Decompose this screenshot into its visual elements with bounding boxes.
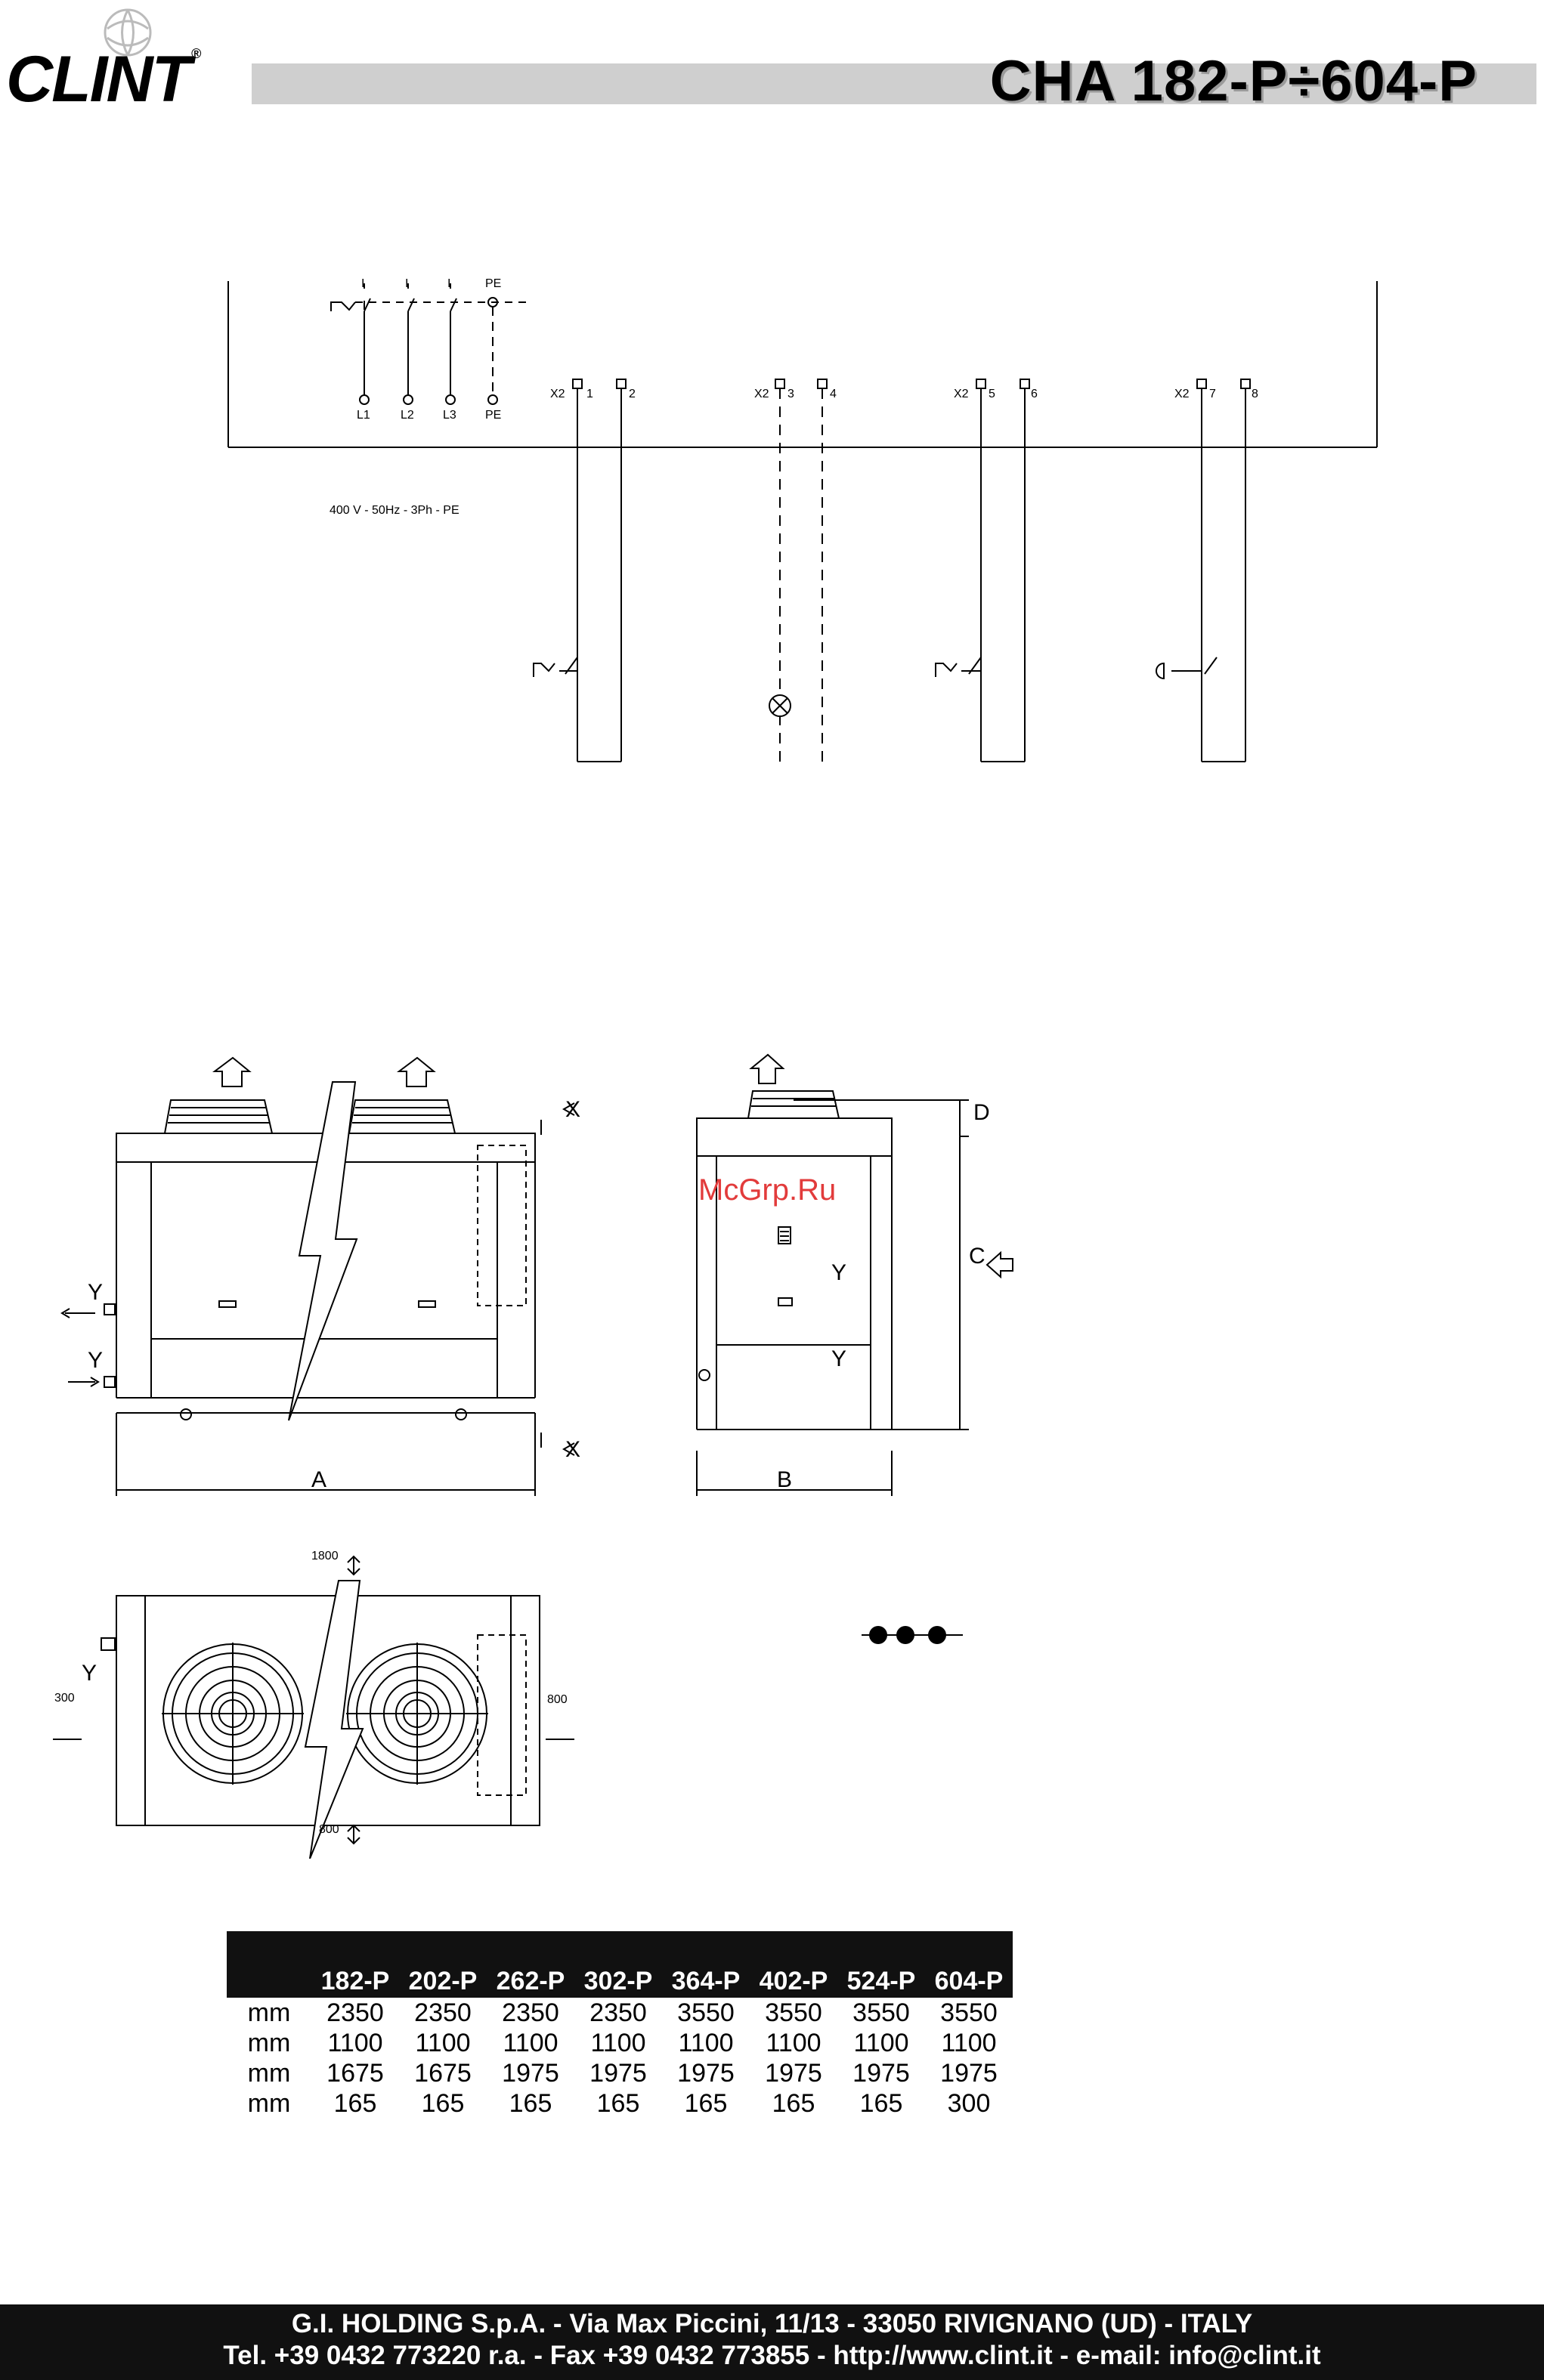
table-header-cell: 202-P (399, 1931, 487, 1998)
table-cell: 1100 (327, 2029, 383, 2057)
table-row: mm 165 165 165 165 165 165 165 300 (227, 2088, 1013, 2119)
table-cell: 1100 (766, 2029, 822, 2057)
terminal-l2: L2 (401, 409, 414, 422)
table-header-cell: 364-P (662, 1931, 750, 1998)
unit-cell: mm (247, 2059, 291, 2088)
x-view-label: X (565, 1437, 581, 1462)
table-header-cell: 402-P (750, 1931, 837, 1998)
table-cell: 2350 (414, 1998, 472, 2027)
table-cell: 165 (859, 2089, 903, 2118)
terminal-number: 1 (586, 388, 593, 400)
terminal-number: 8 (1252, 388, 1258, 400)
table-header-cell: 262-P (487, 1931, 574, 1998)
unit-cell: mm (247, 1998, 291, 2027)
watermark: McGrp.Ru (698, 1173, 837, 1207)
terminal-number: 5 (989, 388, 995, 400)
elevation-drawings (60, 1053, 1013, 1496)
wiring-diagram (227, 281, 1378, 762)
supply-spec: 400 V - 50Hz - 3Ph - PE (330, 504, 459, 517)
dimension-b-label: B (777, 1467, 793, 1492)
terminal-number: 2 (629, 388, 636, 400)
table-header-cell: 524-P (837, 1931, 925, 1998)
phase-mark: I (361, 277, 365, 290)
table-row: mm 1675 1675 1975 1975 1975 1975 1975 19… (227, 2058, 1013, 2088)
plan-view (53, 1555, 963, 1859)
table-cell: 1975 (852, 2059, 910, 2088)
phase-mark: I (405, 277, 409, 290)
table-cell: 1100 (941, 2029, 997, 2057)
table-cell: 1100 (590, 2029, 646, 2057)
dimension-c-label: C (969, 1244, 985, 1269)
unit-cell: mm (247, 2029, 291, 2057)
table-cell: 1675 (414, 2059, 472, 2088)
table-cell: 1975 (940, 2059, 998, 2088)
table-cell: 1975 (765, 2059, 822, 2088)
terminal-block: X2 (954, 388, 969, 400)
table-cell: 165 (772, 2089, 815, 2118)
table-cell: 2350 (589, 1998, 647, 2027)
table-cell: 3550 (765, 1998, 822, 2027)
footer-address: G.I. HOLDING S.p.A. - Via Max Piccini, 1… (291, 2309, 1253, 2338)
header-bar (252, 63, 1536, 104)
table-cell: 1100 (853, 2029, 909, 2057)
table-row: mm 2350 2350 2350 2350 3550 3550 3550 35… (227, 1998, 1013, 2028)
clearance-left: 300 (54, 1692, 75, 1705)
table-cell: 165 (333, 2089, 377, 2118)
page-title: CHA 182-P÷604-P (989, 49, 1477, 113)
table-header-cell: 604-P (925, 1931, 1013, 1998)
table-cell: 1100 (678, 2029, 734, 2057)
table-cell: 165 (684, 2089, 728, 2118)
y-connection-label: Y (831, 1346, 847, 1371)
table-cell: 165 (421, 2089, 465, 2118)
table-cell: 1675 (326, 2059, 384, 2088)
terminal-l3: L3 (443, 409, 456, 422)
table-cell: 1100 (503, 2029, 559, 2057)
dimensions-table: 182-P 202-P 262-P 302-P 364-P 402-P 524-… (227, 1931, 1013, 2119)
x-view-label: X (565, 1097, 581, 1122)
terminal-l1: L1 (357, 409, 370, 422)
brand-logo: CLINT® (6, 43, 201, 116)
y-connection-label: Y (831, 1260, 847, 1285)
table-header-cell: 302-P (574, 1931, 662, 1998)
table-cell: 165 (509, 2089, 552, 2118)
terminal-number: 3 (787, 388, 794, 400)
table-header-cell: 182-P (311, 1931, 399, 1998)
terminal-number: 6 (1031, 388, 1038, 400)
terminal-block: X2 (550, 388, 565, 400)
table-cell: 3550 (677, 1998, 735, 2027)
table-cell: 3550 (852, 1998, 910, 2027)
clearance-top: 1800 (311, 1550, 339, 1562)
terminal-block: X2 (754, 388, 769, 400)
dimension-a-label: A (311, 1467, 327, 1492)
table-cell: 300 (947, 2089, 991, 2118)
dimension-d-label: D (973, 1100, 990, 1125)
table-cell: 2350 (502, 1998, 559, 2027)
unit-cell: mm (247, 2089, 291, 2118)
footer-bar (0, 2338, 1544, 2380)
phase-mark: I (447, 277, 451, 290)
terminal-block: X2 (1174, 388, 1190, 400)
y-connection-label: Y (88, 1280, 104, 1305)
pe-label-top: PE (485, 277, 502, 290)
clearance-right: 800 (547, 1693, 568, 1706)
y-connection-label: Y (82, 1661, 97, 1686)
table-header-row: 182-P 202-P 262-P 302-P 364-P 402-P 524-… (227, 1931, 1013, 1998)
footer-contact: Tel. +39 0432 773220 r.a. - Fax +39 0432… (223, 2341, 1321, 2370)
table-cell: 1975 (589, 2059, 647, 2088)
table-row: mm 1100 1100 1100 1100 1100 1100 1100 11… (227, 2028, 1013, 2058)
table-cell: 1100 (415, 2029, 471, 2057)
brand-globe-icon (104, 8, 152, 57)
footer (0, 2304, 1544, 2342)
table-cell: 1975 (502, 2059, 559, 2088)
clearance-bottom: 800 (319, 1823, 339, 1836)
terminal-number: 4 (830, 388, 837, 400)
table-cell: 2350 (326, 1998, 384, 2027)
terminal-number: 7 (1209, 388, 1216, 400)
terminal-pe: PE (485, 409, 502, 422)
table-cell: 165 (596, 2089, 640, 2118)
y-connection-label: Y (88, 1348, 104, 1373)
table-cell: 3550 (940, 1998, 998, 2027)
table-cell: 1975 (677, 2059, 735, 2088)
